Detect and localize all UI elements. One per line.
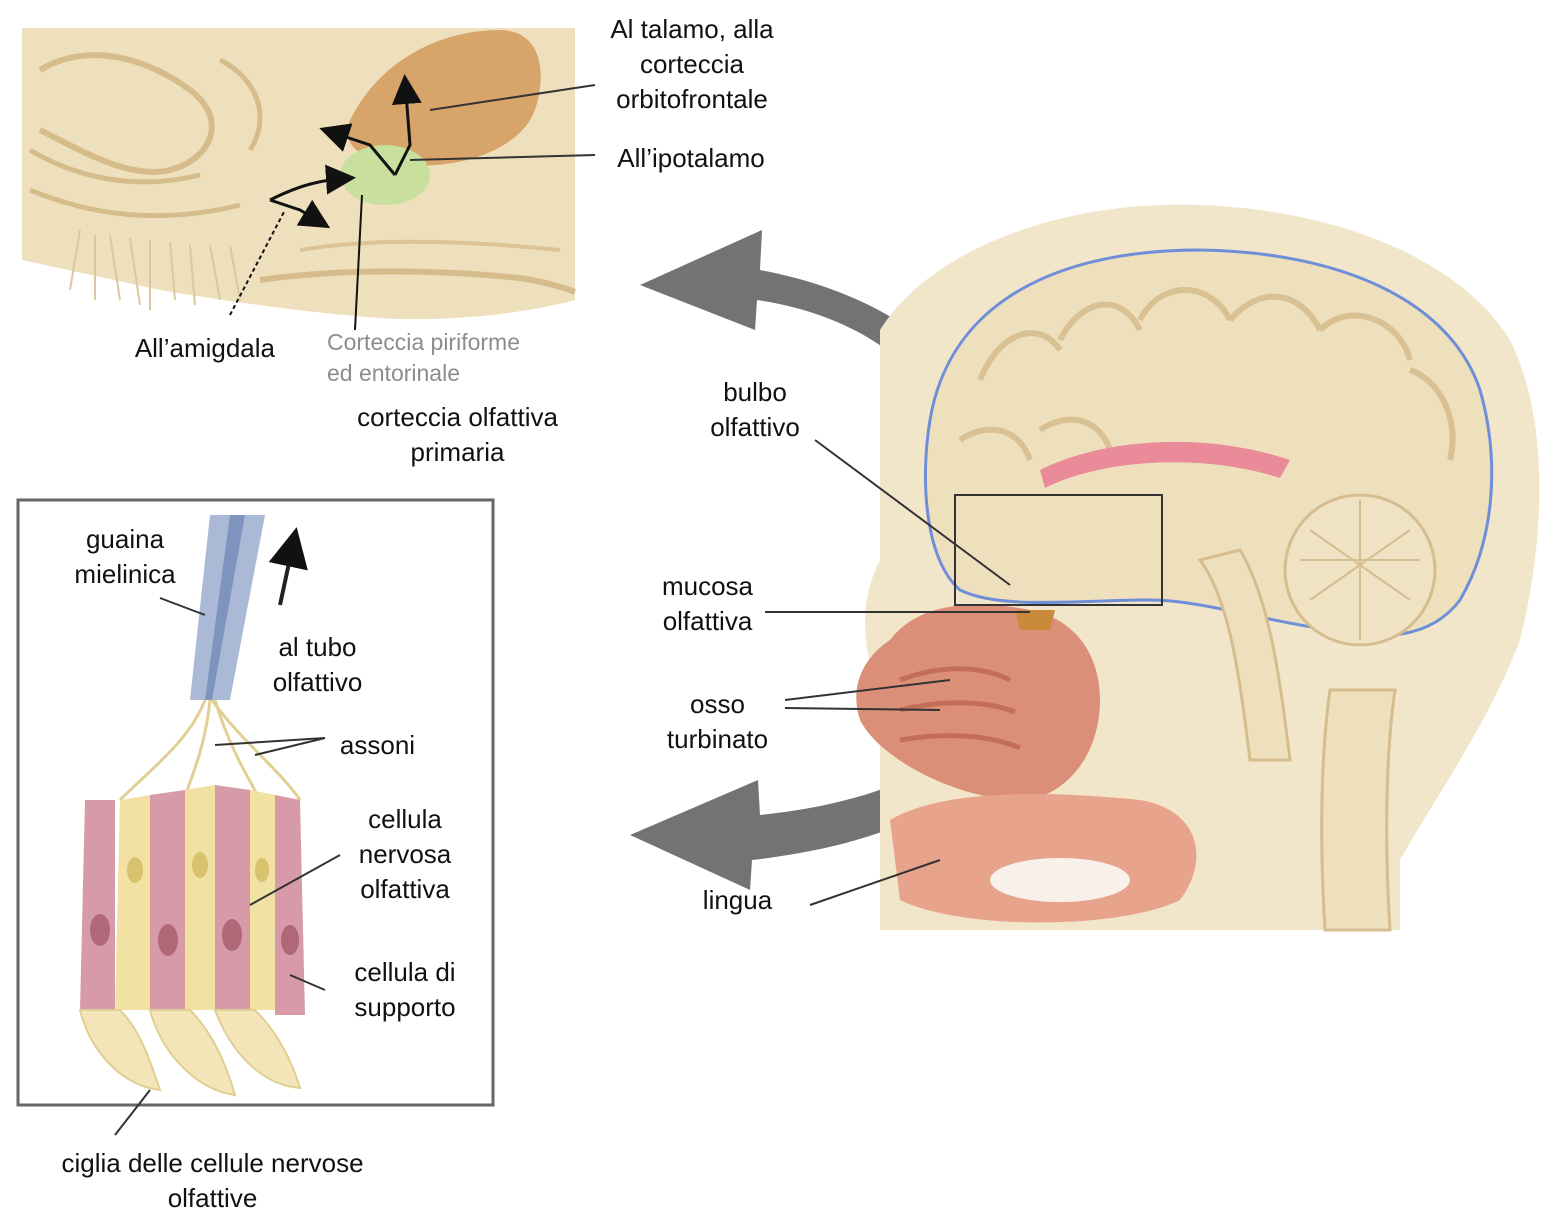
label-to-thalamus: Al talamo, alla corteccia orbitofrontale — [592, 12, 792, 117]
label-primary-olfactory-cortex: corteccia olfattiva primaria — [330, 400, 585, 470]
label-to-olfactory-tract: al tubo olfattivo — [255, 630, 380, 700]
label-axons: assoni — [325, 728, 430, 763]
label-turbinate-bone: osso turbinato — [650, 687, 785, 757]
label-olfactory-cilia: ciglia delle cellule nervose olfattive — [25, 1146, 400, 1216]
piriform-cortex-highlight — [340, 145, 430, 205]
label-olfactory-mucosa: mucosa olfattiva — [645, 569, 770, 639]
label-support-cell: cellula di supporto — [330, 955, 480, 1025]
label-olfactory-nerve-cell: cellula nervosa olfattiva — [340, 802, 470, 907]
tongue — [890, 794, 1196, 922]
label-myelin-sheath: guaina mielinica — [55, 522, 195, 592]
label-to-amygdala: All’amigdala — [100, 331, 275, 366]
top-inset-brain-section — [22, 28, 595, 330]
spinal-cord — [1322, 690, 1395, 930]
label-piriform-entorhinal-cortex: Corteccia piriforme ed entorinale — [327, 327, 587, 389]
label-olfactory-bulb: bulbo olfattivo — [695, 375, 815, 445]
label-to-hypothalamus: All’ipotalamo — [596, 141, 786, 176]
label-tongue: lingua — [690, 883, 785, 918]
nerve-and-support-cells — [80, 785, 305, 1015]
